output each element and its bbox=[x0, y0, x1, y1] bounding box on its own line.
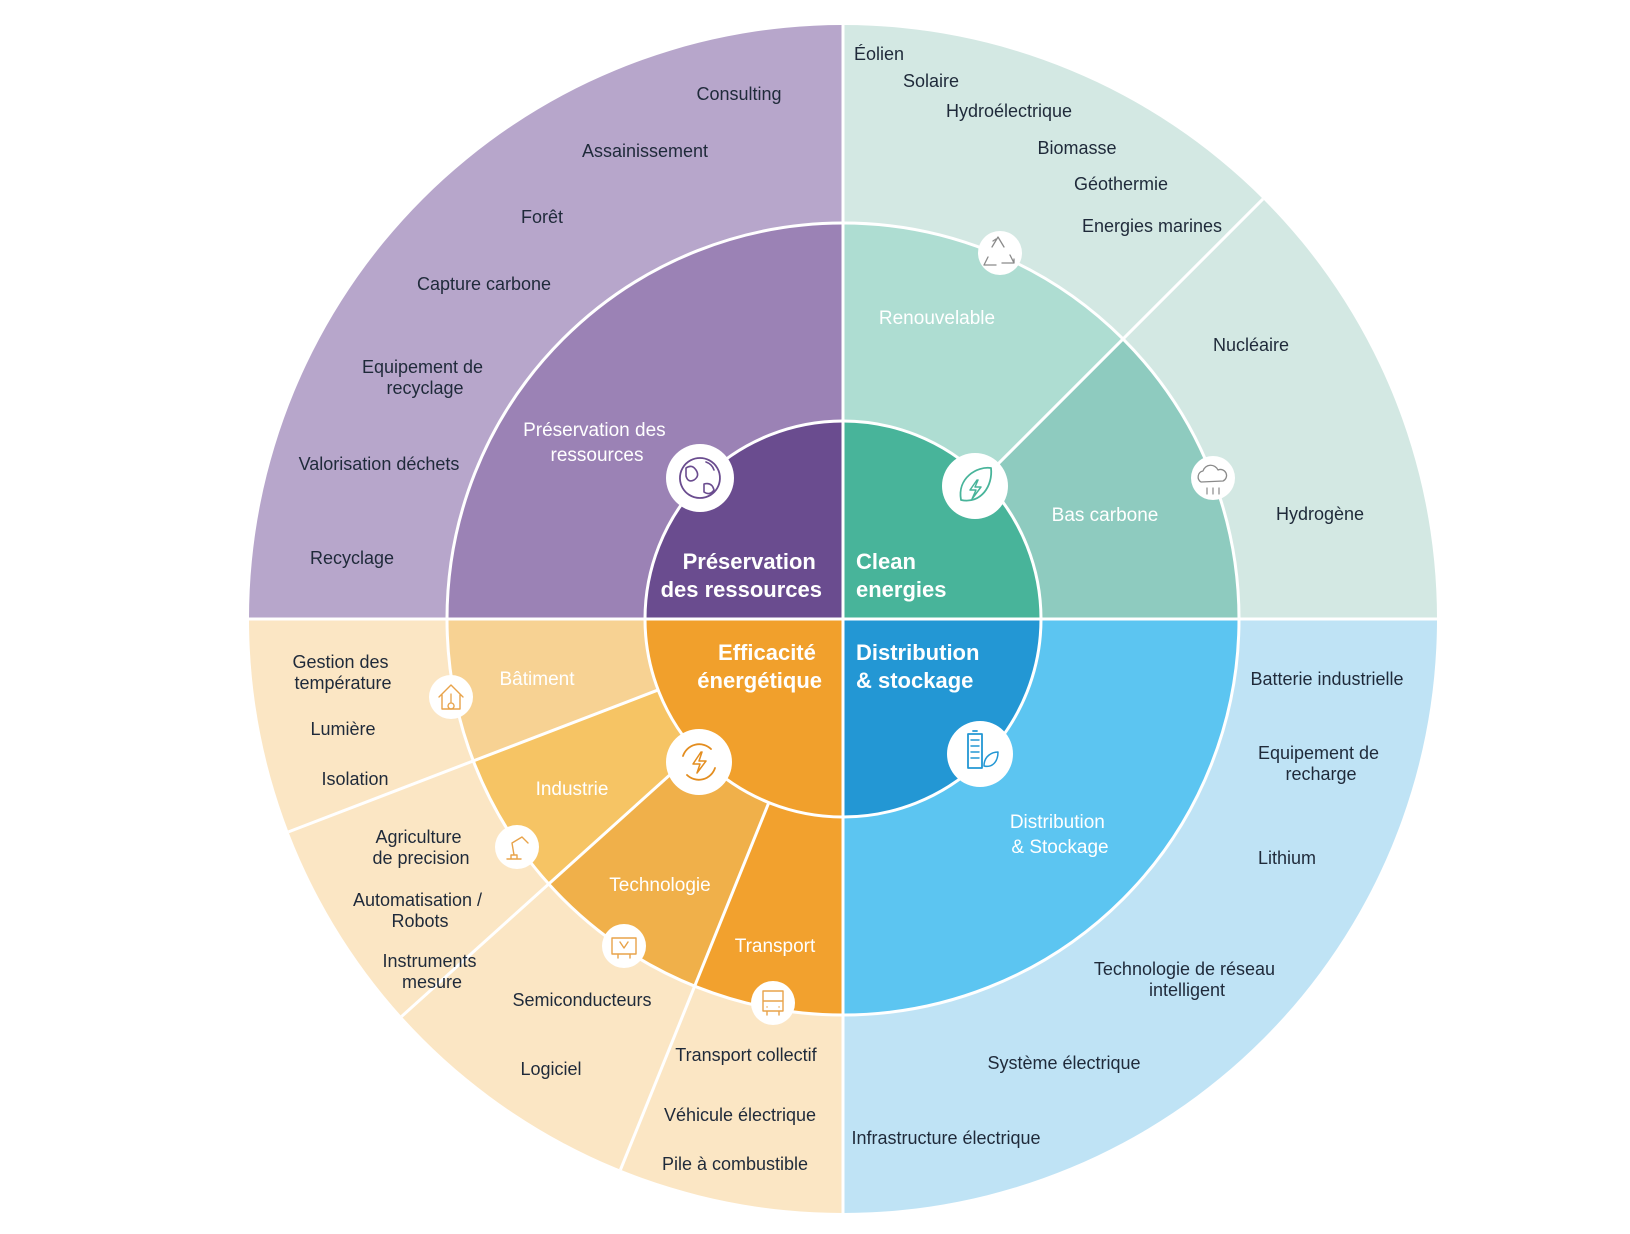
segment-outer-distribution bbox=[843, 619, 1437, 1213]
leaf-bolt-icon bbox=[942, 453, 1008, 519]
segment-icons bbox=[429, 231, 1235, 1025]
leaf-equipement-recharge: Equipement de recharge bbox=[1258, 743, 1384, 784]
leaf-systeme-electrique: Système électrique bbox=[987, 1053, 1140, 1073]
bus-icon bbox=[751, 981, 795, 1025]
leaf-consulting: Consulting bbox=[696, 84, 781, 104]
segment-outer-efficacite bbox=[249, 619, 843, 1213]
separator-technologie-industrie bbox=[400, 750, 697, 1018]
separator-transport-technologie bbox=[619, 802, 771, 1171]
leaf-pile-combustible: Pile à combustible bbox=[662, 1154, 808, 1174]
segment-outer-preservation bbox=[249, 25, 843, 619]
segment-mid-technologie bbox=[548, 751, 769, 987]
leaf-technologie-reseau: Technologie de réseau intelligent bbox=[1094, 959, 1280, 1000]
core-label-preservation: Préservation des ressources bbox=[661, 549, 822, 602]
leaf-agriculture-precision: Agriculture de precision bbox=[372, 827, 469, 868]
sub-label-industrie: Industrie bbox=[536, 779, 609, 800]
segment-mid-transport bbox=[694, 802, 843, 1015]
leaf-vehicule-electrique: Véhicule électrique bbox=[664, 1105, 816, 1125]
leaf-recyclage: Recyclage bbox=[310, 548, 394, 568]
leaf-geothermie: Géothermie bbox=[1074, 174, 1168, 194]
separator-renouvelable-bas-carbone bbox=[981, 197, 1265, 481]
leaf-transport-collectif: Transport collectif bbox=[675, 1045, 817, 1065]
segment-mid-bas-carbone bbox=[983, 338, 1239, 619]
robot-arm-icon bbox=[495, 825, 539, 869]
segment-mid-batiment bbox=[447, 619, 659, 761]
sub-label-preservation: Préservation des ressources bbox=[523, 420, 671, 466]
leaf-infrastructure-electrique: Infrastructure électrique bbox=[851, 1128, 1040, 1148]
core-label-clean: Clean energies bbox=[856, 549, 947, 602]
leaf-equipement-recyclage: Equipement de recyclage bbox=[362, 357, 488, 398]
segment-mid-preservation bbox=[447, 223, 843, 619]
segment-separators bbox=[249, 25, 1437, 1213]
leaf-capture-carbone: Capture carbone bbox=[417, 274, 551, 294]
separator-industrie-batiment bbox=[287, 688, 659, 834]
battery-leaf-icon bbox=[947, 721, 1013, 787]
leaf-valorisation-dechets: Valorisation déchets bbox=[299, 454, 460, 474]
leaf-isolation: Isolation bbox=[321, 769, 388, 789]
leaf-biomasse: Biomasse bbox=[1037, 138, 1116, 158]
sub-label-batiment: Bâtiment bbox=[500, 669, 576, 690]
segment-core-distribution bbox=[843, 619, 1041, 817]
recycle-icon bbox=[978, 231, 1022, 275]
leaf-lithium: Lithium bbox=[1258, 848, 1316, 868]
leaf-semiconducteurs: Semiconducteurs bbox=[512, 990, 651, 1010]
sub-label-technologie: Technologie bbox=[609, 875, 710, 896]
co2-cloud-icon bbox=[1191, 456, 1235, 500]
circuit-board-icon bbox=[602, 924, 646, 968]
sub-label-transport: Transport bbox=[735, 936, 816, 957]
core-label-efficacite: Efficacité énergétique bbox=[697, 640, 822, 693]
leaf-energies-marines: Energies marines bbox=[1082, 216, 1222, 236]
leaf-foret: Forêt bbox=[521, 207, 563, 227]
sub-label-renouvelable: Renouvelable bbox=[879, 308, 995, 329]
leaf-hydrogene: Hydrogène bbox=[1276, 504, 1364, 524]
leaf-automatisation-robots: Automatisation / Robots bbox=[353, 890, 487, 931]
leaf-batterie-industrielle: Batterie industrielle bbox=[1250, 669, 1403, 689]
segment-mid-renouvelable bbox=[843, 223, 1124, 479]
leaf-gestion-temperature: Gestion des température bbox=[292, 652, 393, 693]
sub-label-bas-carbone: Bas carbone bbox=[1052, 505, 1159, 526]
leaf-lumiere: Lumière bbox=[310, 719, 375, 739]
leaf-hydroelectrique: Hydroélectrique bbox=[946, 101, 1072, 121]
core-label-distribution: Distribution & stockage bbox=[856, 640, 986, 693]
leaf-assainissement: Assainissement bbox=[582, 141, 708, 161]
sub-label-distribution: Distribution & Stockage bbox=[1010, 812, 1110, 858]
bolt-cycle-icon bbox=[666, 729, 732, 795]
leaf-logiciel: Logiciel bbox=[520, 1059, 581, 1079]
segment-core-preservation bbox=[645, 421, 843, 619]
segment-core-efficacite bbox=[645, 619, 843, 817]
segment-mid-distribution bbox=[843, 619, 1239, 1015]
globe-icon bbox=[666, 444, 734, 512]
leaf-eolien: Éolien bbox=[854, 44, 904, 64]
segment-core-clean bbox=[843, 421, 1041, 619]
house-thermometer-icon bbox=[429, 675, 473, 719]
leaf-instruments-mesure: Instruments mesure bbox=[382, 951, 481, 992]
leaf-solaire: Solaire bbox=[903, 71, 959, 91]
labels: Préservation des ressources Clean energi… bbox=[292, 44, 1403, 1174]
leaf-nucleaire: Nucléaire bbox=[1213, 335, 1289, 355]
